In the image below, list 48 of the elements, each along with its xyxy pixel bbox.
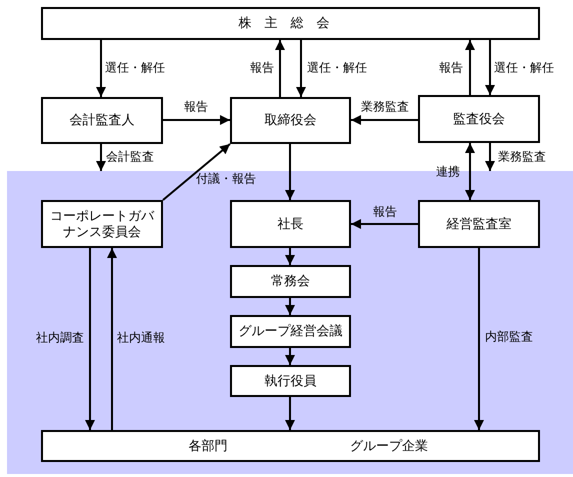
edge-label: 選任・解任: [105, 60, 165, 76]
edge-label: 社内調査: [36, 330, 84, 346]
arrow: [285, 348, 295, 365]
arrow: [96, 40, 106, 97]
edge-label: 社内通報: [117, 330, 165, 346]
arrow: [285, 397, 295, 430]
edge-label: 内部監査: [485, 328, 533, 346]
arrow: [275, 40, 285, 97]
arrow: [285, 144, 295, 200]
arrow: [96, 144, 106, 171]
edge-label: 連携: [436, 164, 460, 180]
arrow: [465, 143, 475, 200]
process-box: 執行役員: [230, 365, 351, 397]
arrow: [163, 115, 230, 125]
box-label: グループ企業: [350, 438, 428, 454]
edge-label: 付議・報告: [196, 170, 256, 188]
arrow: [85, 248, 95, 430]
edge-label: 業務監査: [361, 98, 409, 116]
process-box: コーポレートガバナンス委員会: [41, 200, 163, 248]
process-box: 株主総会: [41, 7, 540, 40]
process-box: 常務会: [230, 265, 351, 298]
arrow: [107, 248, 117, 430]
edge-label: 選任・解任: [307, 60, 367, 76]
arrow: [162, 143, 231, 201]
arrow: [485, 143, 495, 171]
process-box: 経営監査室: [418, 200, 540, 248]
process-box: [41, 430, 540, 462]
process-box: 社長: [230, 200, 351, 248]
process-box: グループ経営会議: [230, 315, 351, 348]
edge-label: 選任・解任: [494, 60, 554, 76]
edge-label: 報告: [439, 60, 463, 76]
arrow: [285, 248, 295, 265]
edge-label: 報告: [250, 60, 274, 76]
edge-label: 報告: [184, 98, 208, 116]
process-box: 取締役会: [230, 97, 351, 144]
process-box: 会計監査人: [41, 97, 163, 144]
arrow: [351, 219, 418, 229]
edge-label: 業務監査: [498, 148, 546, 166]
box-label: 各部門: [188, 438, 228, 454]
edge-label: 報告: [373, 204, 397, 220]
arrow: [285, 298, 295, 315]
arrow: [465, 40, 475, 95]
arrow: [296, 40, 306, 97]
edge-label: 会計監査: [106, 148, 154, 166]
arrow: [351, 115, 418, 125]
arrow: [485, 40, 495, 95]
process-box: 監査役会: [418, 95, 540, 143]
arrow: [474, 248, 484, 430]
